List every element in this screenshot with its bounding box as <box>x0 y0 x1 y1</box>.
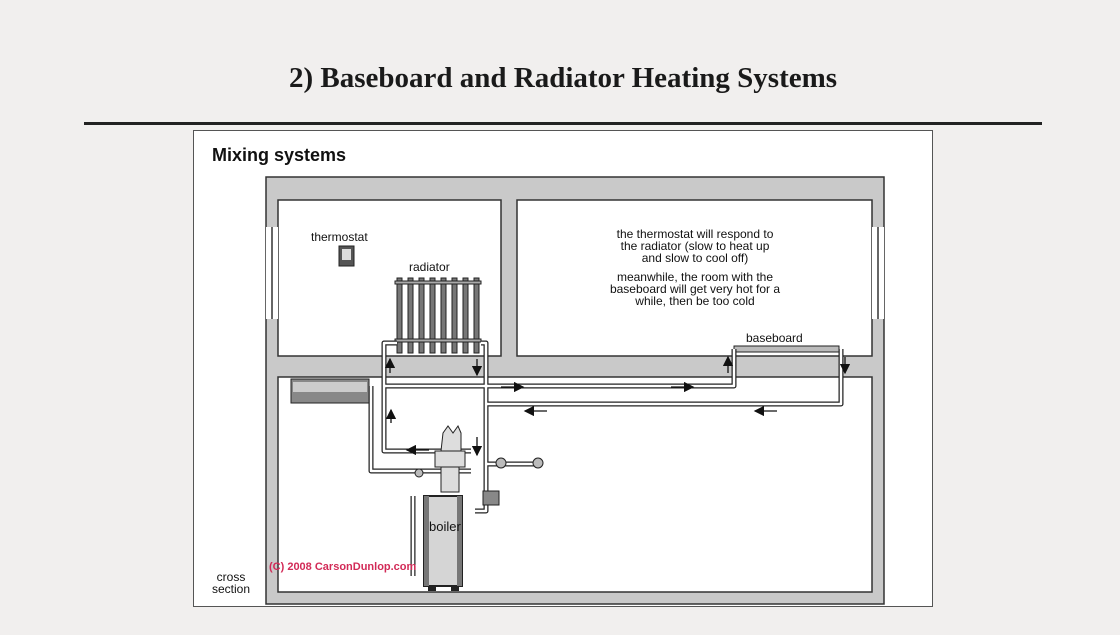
svg-text:meanwhile, the room with the: meanwhile, the room with the <box>617 270 773 284</box>
cross-section-label-2: section <box>212 582 250 596</box>
house-walls <box>265 176 885 605</box>
radiator-icon <box>394 277 482 354</box>
windows <box>266 227 884 319</box>
svg-text:and slow to cool off): and slow to cool off) <box>642 251 749 265</box>
copyright-text: (C) 2008 CarsonDunlop.com <box>269 561 417 573</box>
note-text: the thermostat will respond to the radia… <box>610 227 780 308</box>
baseboard-label: baseboard <box>746 331 803 345</box>
pipes-inner <box>369 341 843 576</box>
mixing-systems-diagram: Mixing systems thermostat radiator the t… <box>193 130 933 607</box>
radiator-label: radiator <box>409 260 450 274</box>
slide-title: 2) Baseboard and Radiator Heating System… <box>288 62 838 94</box>
flue-vent-icon <box>434 424 466 493</box>
expansion-tank-icon <box>290 378 370 404</box>
thermostat-icon <box>338 245 355 267</box>
valves <box>414 457 544 506</box>
diagram-heading: Mixing systems <box>212 145 346 165</box>
svg-text:the radiator (slow to heat up: the radiator (slow to heat up <box>621 239 770 253</box>
cross-section-label-1: cross <box>217 570 246 584</box>
diagram-svg: Mixing systems thermostat radiator the t… <box>212 145 885 605</box>
boiler-icon <box>423 495 463 591</box>
svg-text:the thermostat will respond to: the thermostat will respond to <box>617 227 774 241</box>
baseboard-icon <box>733 345 840 353</box>
flow-arrows <box>384 355 851 457</box>
boiler-label: boiler <box>429 519 461 534</box>
svg-text:while, then be too cold: while, then be too cold <box>634 294 754 308</box>
title-divider <box>84 122 1042 125</box>
svg-text:baseboard will get very hot fo: baseboard will get very hot for a <box>610 282 780 296</box>
thermostat-label: thermostat <box>311 230 368 244</box>
